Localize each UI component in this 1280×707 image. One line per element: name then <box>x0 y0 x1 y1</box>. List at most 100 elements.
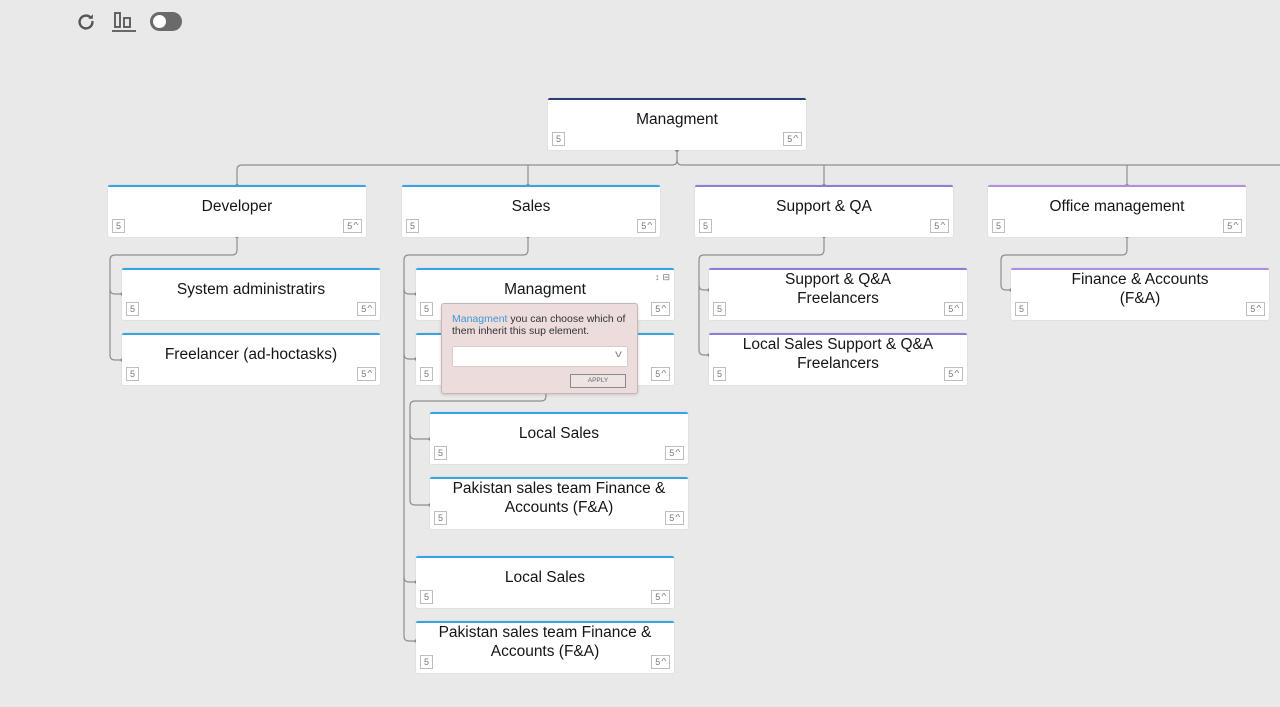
node-sales[interactable]: Sales 5 5^ <box>402 185 660 237</box>
collapse-icon[interactable]: ⊟ <box>662 272 670 282</box>
count-value: 5 <box>1250 304 1256 314</box>
node-label: Local Sales Support & Q&A Freelancers <box>742 336 934 372</box>
node-managment-root[interactable]: Managment 5 5^ <box>548 98 806 150</box>
node-support-freelancers[interactable]: Support & Q&A Freelancers 5 5^ <box>709 268 967 320</box>
chevron-up-icon: ^ <box>661 592 667 601</box>
node-accent-bar <box>709 333 967 335</box>
chevron-up-icon: ^ <box>353 221 359 230</box>
count-badge: 5 <box>699 219 713 233</box>
node-label: Support & QA <box>776 197 872 215</box>
popup-highlight: Managment <box>452 313 508 325</box>
count-badge: 5 <box>420 302 434 316</box>
expand-button[interactable]: 5^ <box>1246 302 1265 316</box>
chevron-up-icon: ^ <box>954 369 960 378</box>
count-badge: 5 <box>420 367 434 381</box>
node-label: Pakistan sales team Finance & Accounts (… <box>452 480 666 516</box>
chevron-up-icon: ^ <box>940 221 946 230</box>
node-accent-bar <box>108 185 366 187</box>
count-badge: 5 <box>112 219 126 233</box>
node-finance-accounts[interactable]: Finance & Accounts (F&A) 5 5^ <box>1011 268 1269 320</box>
count-badge: 5 <box>420 655 434 669</box>
node-local-sales-support[interactable]: Local Sales Support & Q&A Freelancers 5 … <box>709 333 967 385</box>
align-bottom-icon <box>112 12 136 32</box>
node-accent-bar <box>416 268 674 270</box>
chevron-up-icon: ^ <box>367 369 373 378</box>
node-accent-bar <box>402 185 660 187</box>
node-system-administrators[interactable]: System administratirs 5 5^ <box>122 268 380 320</box>
node-label: Finance & Accounts (F&A) <box>1071 271 1209 307</box>
chevron-up-icon: ^ <box>647 221 653 230</box>
node-developer[interactable]: Developer 5 5^ <box>108 185 366 237</box>
count-badge: 5 <box>434 511 448 525</box>
expand-button[interactable]: 5^ <box>343 219 362 233</box>
refresh-button[interactable] <box>74 10 98 34</box>
chevron-up-icon: ^ <box>367 304 373 313</box>
inherit-select[interactable]: v <box>452 346 628 367</box>
node-label: Office management <box>1049 197 1185 215</box>
count-value: 5 <box>669 513 675 523</box>
align-button[interactable] <box>111 10 137 34</box>
count-value: 5 <box>669 448 675 458</box>
count-badge: 5 <box>713 302 727 316</box>
expand-button[interactable]: 5^ <box>651 590 670 604</box>
expand-button[interactable]: 5^ <box>665 446 684 460</box>
inherit-popup: Managment you can choose which of them i… <box>441 303 638 394</box>
expand-button[interactable]: 5^ <box>665 511 684 525</box>
expand-button[interactable]: 5^ <box>357 302 376 316</box>
node-label: Sales <box>511 197 551 215</box>
node-label: Developer <box>201 197 273 215</box>
node-label: Managment <box>504 280 586 298</box>
expand-button[interactable]: 5^ <box>651 367 670 381</box>
count-badge: 5 <box>406 219 420 233</box>
chevron-up-icon: ^ <box>661 369 667 378</box>
chevron-up-icon: ^ <box>661 304 667 313</box>
node-accent-bar <box>548 98 806 100</box>
refresh-icon <box>78 14 94 30</box>
node-accent-bar <box>430 412 688 414</box>
expand-button[interactable]: 5^ <box>944 367 963 381</box>
node-pakistan-sales[interactable]: Pakistan sales team Finance & Accounts (… <box>416 621 674 673</box>
expand-button[interactable]: 5^ <box>651 302 670 316</box>
count-value: 5 <box>655 592 661 602</box>
node-accent-bar <box>416 621 674 623</box>
count-badge: 5 <box>1015 302 1029 316</box>
node-accent-bar <box>695 185 953 187</box>
count-value: 5 <box>641 221 647 231</box>
expand-button[interactable]: 5^ <box>930 219 949 233</box>
count-value: 5 <box>361 304 367 314</box>
chevron-up-icon: ^ <box>675 448 681 457</box>
apply-button[interactable]: APPLY <box>570 374 626 388</box>
chevron-up-icon: ^ <box>675 513 681 522</box>
popup-message: Managment you can choose which of them i… <box>452 313 632 337</box>
count-value: 5 <box>347 221 353 231</box>
expand-button[interactable]: 5^ <box>944 302 963 316</box>
node-office-management[interactable]: Office management 5 5^ <box>988 185 1246 237</box>
expand-button[interactable]: 5^ <box>651 655 670 669</box>
node-accent-bar <box>988 185 1246 187</box>
count-badge: 5 <box>126 367 140 381</box>
toggle-knob <box>153 15 166 28</box>
expand-button[interactable]: 5^ <box>1223 219 1242 233</box>
chevron-up-icon: ^ <box>1233 221 1239 230</box>
node-accent-bar <box>122 268 380 270</box>
expand-button[interactable]: 5^ <box>357 367 376 381</box>
view-toggle[interactable] <box>150 12 182 31</box>
count-value: 5 <box>1227 221 1233 231</box>
expand-button[interactable]: 5^ <box>783 132 802 146</box>
node-freelancer[interactable]: Freelancer (ad-hoctasks) 5 5^ <box>122 333 380 385</box>
node-local-sales[interactable]: Local Sales 5 5^ <box>416 556 674 608</box>
node-accent-bar <box>122 333 380 335</box>
chevron-up-icon: ^ <box>793 134 799 143</box>
chevron-down-icon: v <box>615 349 622 360</box>
node-support-qa[interactable]: Support & QA 5 5^ <box>695 185 953 237</box>
popup-message-text: you can choose which of them inherit thi… <box>452 313 626 337</box>
count-badge: 5 <box>434 446 448 460</box>
sort-icon[interactable]: ↕ <box>654 272 660 282</box>
count-badge: 5 <box>992 219 1006 233</box>
count-value: 5 <box>948 304 954 314</box>
node-label: Local Sales <box>518 424 600 442</box>
node-local-sales-sub[interactable]: Local Sales 5 5^ <box>430 412 688 464</box>
expand-button[interactable]: 5^ <box>637 219 656 233</box>
node-pakistan-sales-sub[interactable]: Pakistan sales team Finance & Accounts (… <box>430 477 688 529</box>
